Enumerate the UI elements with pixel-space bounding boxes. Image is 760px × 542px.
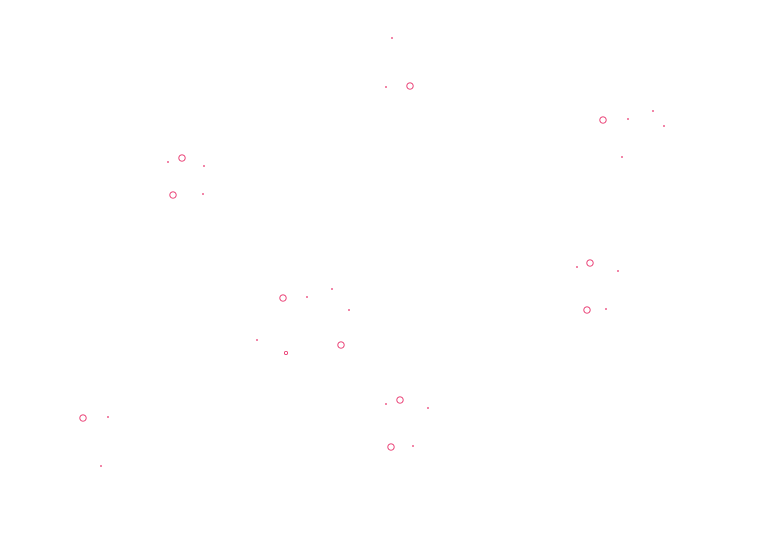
data-point-circle bbox=[178, 154, 186, 162]
data-point-dot bbox=[385, 403, 387, 405]
data-point-dot bbox=[256, 339, 258, 341]
data-point-dot bbox=[202, 193, 204, 195]
data-point-dot bbox=[617, 270, 619, 272]
data-point-dot bbox=[107, 416, 109, 418]
data-point-dot bbox=[427, 407, 429, 409]
data-point-circle bbox=[396, 396, 404, 404]
data-point-dot bbox=[391, 37, 393, 39]
data-point-dot bbox=[663, 125, 665, 127]
marks-layer bbox=[79, 37, 665, 467]
data-point-dot bbox=[412, 445, 414, 447]
data-point-circle bbox=[583, 306, 591, 314]
data-point-circle bbox=[337, 341, 345, 349]
data-point-circle bbox=[406, 82, 414, 90]
data-point-circle bbox=[169, 191, 177, 199]
data-point-circle bbox=[279, 294, 287, 302]
data-point-dot bbox=[100, 465, 102, 467]
data-point-dot bbox=[627, 118, 629, 120]
data-point-dot bbox=[203, 165, 205, 167]
data-point-circle bbox=[387, 443, 395, 451]
data-point-dot bbox=[167, 161, 169, 163]
data-point-circle bbox=[79, 414, 87, 422]
data-point-dot bbox=[652, 110, 654, 112]
data-point-dot bbox=[576, 266, 578, 268]
data-point-dot bbox=[385, 86, 387, 88]
data-point-dot bbox=[348, 309, 350, 311]
data-point-dot bbox=[621, 156, 623, 158]
data-point-dot bbox=[306, 296, 308, 298]
data-point-dot bbox=[605, 308, 607, 310]
data-point-circle bbox=[586, 259, 594, 267]
data-point-small-circle bbox=[283, 350, 288, 355]
data-point-dot bbox=[331, 288, 333, 290]
data-point-circle bbox=[599, 116, 607, 124]
